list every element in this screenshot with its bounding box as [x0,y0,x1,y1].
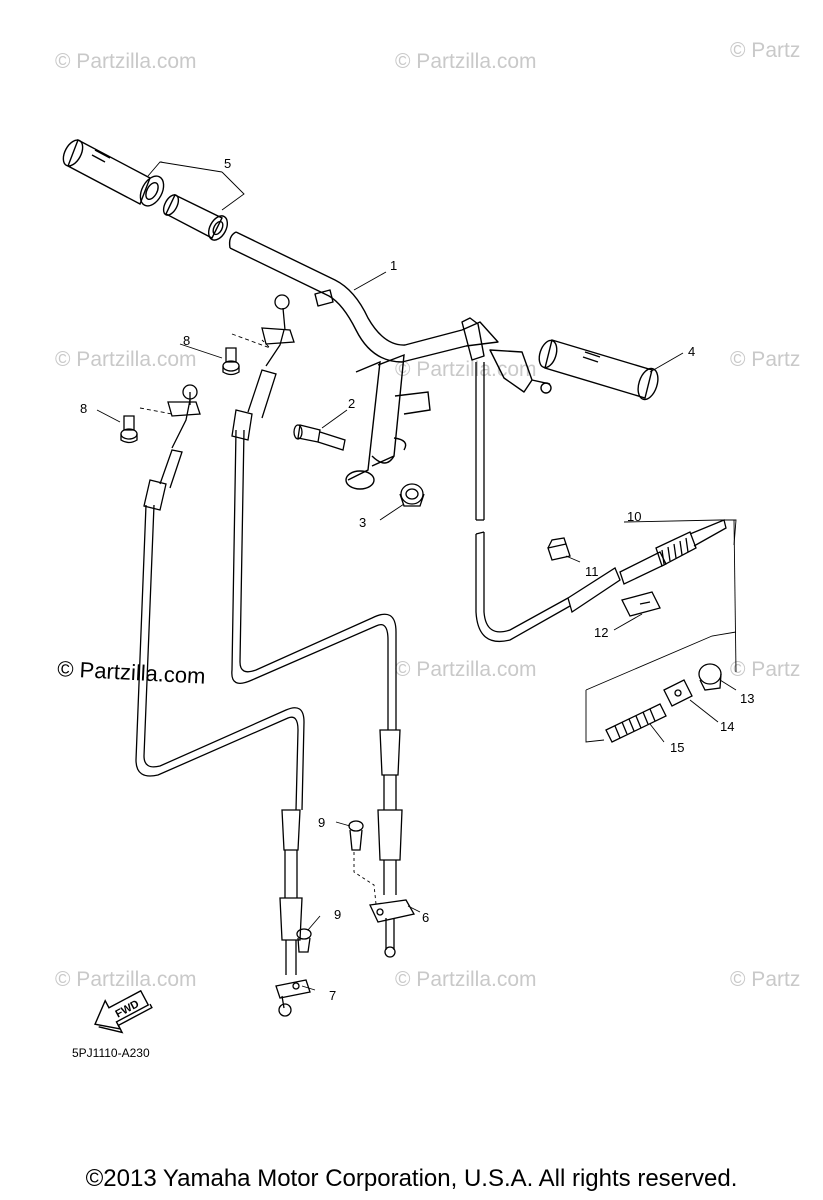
right-grip [538,339,659,401]
clamp-6 [369,899,416,958]
callout-2: 2 [348,396,355,411]
brake-cable-end-right [231,294,295,441]
callouts: 1 2 3 4 5 6 7 8 8 9 9 10 11 12 13 14 15 [80,156,754,1003]
bolt-9b [296,928,312,953]
watermark: © Partzilla.com [395,50,537,73]
watermark: © Partz [730,39,800,62]
clip-11 [547,537,571,561]
callout-3: 3 [359,515,366,530]
bolt-9a [348,820,364,851]
clamp-7 [275,979,311,1017]
watermark: © Partz [730,968,800,991]
fwd-arrow-icon: FWD [94,989,153,1034]
bolt-2 [293,424,346,451]
callout-8: 8 [80,401,87,416]
brake-cable-outer [135,504,305,975]
leader-lines [96,161,737,991]
callout-12: 12 [594,625,608,640]
watermark: © Partzilla.com [395,968,537,991]
watermark: © Partzilla.com [55,348,197,371]
brake-cable-end-left [143,384,201,511]
nut-3 [399,483,425,507]
bolt-8a [222,347,240,376]
throttle-cable [475,362,727,642]
watermark: © Partzilla.com [55,968,197,991]
callout-14: 14 [720,719,734,734]
callout-6: 6 [422,910,429,925]
callout-9: 9 [318,815,325,830]
watermark-layer: © Partzilla.com © Partzilla.com © Partz … [55,39,800,991]
watermark: © Partzilla.com [395,358,537,381]
callout-4: 4 [688,344,695,359]
callout-8: 8 [183,333,190,348]
bolt-8b [120,415,138,444]
callout-11: 11 [585,564,599,579]
callout-10: 10 [627,509,641,524]
spring-15 [605,703,667,743]
callout-1: 1 [390,258,397,273]
brake-cable-inner [231,429,403,895]
cap-13 [698,663,722,691]
steering-column [345,353,431,490]
fwd-label: FWD [113,998,141,1020]
left-grip [62,139,165,207]
holder-12 [621,591,661,617]
callout-7: 7 [329,988,336,1003]
watermark: © Partzilla.com [55,50,197,73]
callout-9: 9 [334,907,341,922]
adjuster-14 [663,679,693,707]
watermark: © Partz [730,348,800,371]
watermark-prominent: © Partzilla.com [57,656,206,689]
grip-sleeve-5 [162,194,229,241]
callout-15: 15 [670,740,684,755]
diagram-code: 5PJ1110-A230 [72,1046,150,1060]
copyright-notice: ©2013 Yamaha Motor Corporation, U.S.A. A… [85,1165,738,1192]
watermark: © Partzilla.com [395,658,537,681]
callout-5: 5 [224,156,231,171]
callout-13: 13 [740,691,754,706]
watermark: © Partz [730,658,800,681]
